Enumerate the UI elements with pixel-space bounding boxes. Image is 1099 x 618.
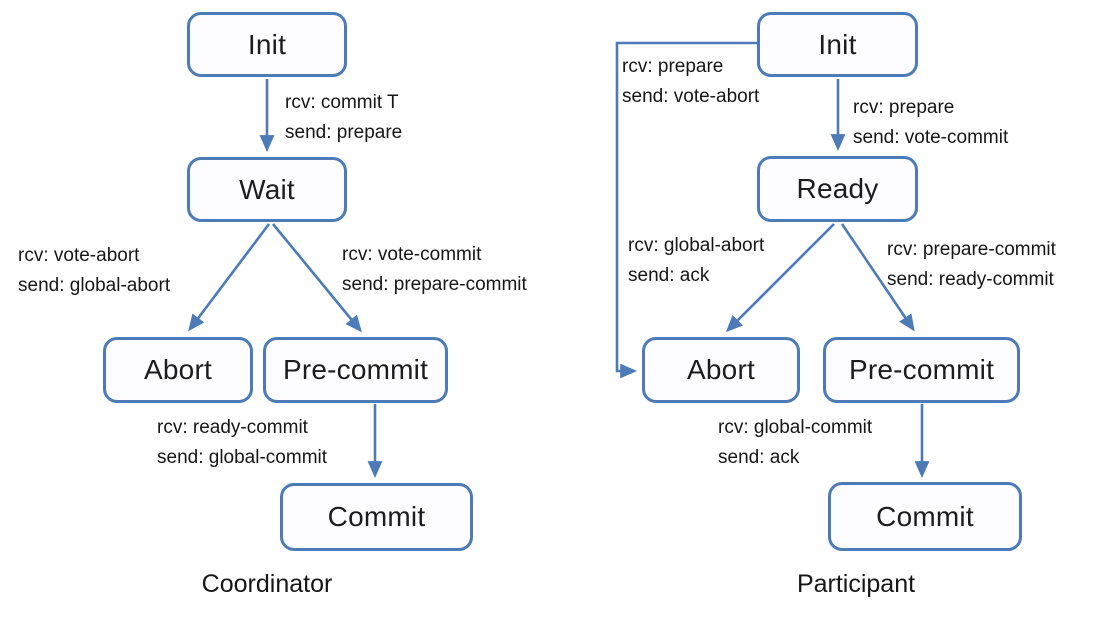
edge-label-coordinator-wait-to-precommit: rcv: vote-commit send: prepare-commit xyxy=(342,240,527,300)
arrow-participant-ready-to-precommit xyxy=(840,223,915,332)
state-coordinator-wait: Wait xyxy=(187,157,347,222)
edge-recv-text: rcv: prepare xyxy=(622,56,724,77)
state-coordinator-abort: Abort xyxy=(103,337,253,403)
edge-label-participant-precommit-to-commit: rcv: global-commit send: ack xyxy=(718,413,872,473)
edge-recv-text: rcv: ready-commit xyxy=(157,417,308,438)
diagram-title-coordinator: Coordinator xyxy=(201,570,333,598)
edge-send-text: send: vote-abort xyxy=(622,86,760,107)
state-coordinator-init: Init xyxy=(187,12,347,77)
state-coordinator-commit: Commit xyxy=(280,483,473,551)
edge-label-coordinator-wait-to-abort: rcv: vote-abort send: global-abort xyxy=(18,241,170,301)
edge-recv-text: rcv: global-commit xyxy=(718,417,873,438)
edge-recv-text: rcv: vote-commit xyxy=(342,244,482,265)
edge-send-text: send: ack xyxy=(718,447,800,468)
edge-recv-text: rcv: commit T xyxy=(285,92,399,113)
edge-label-participant-ready-to-precommit: rcv: prepare-commit send: ready-commit xyxy=(887,235,1056,295)
arrow-participant-init-to-abort xyxy=(615,41,757,379)
state-participant-init: Init xyxy=(757,12,918,77)
edge-label-participant-init-to-ready: rcv: prepare send: vote-commit xyxy=(853,93,1008,153)
edge-send-text: send: ack xyxy=(628,265,710,286)
edge-label-participant-ready-to-abort: rcv: global-abort send: ack xyxy=(628,231,764,291)
arrow-coordinator-wait-to-abort xyxy=(188,223,271,332)
edge-label-coordinator-init-to-wait: rcv: commit T send: prepare xyxy=(285,88,402,148)
edge-label-participant-init-to-abort: rcv: prepare send: vote-abort xyxy=(622,52,759,112)
edge-send-text: send: prepare-commit xyxy=(342,274,527,295)
edge-recv-text: rcv: prepare xyxy=(853,97,955,118)
edge-recv-text: rcv: global-abort xyxy=(628,235,765,256)
arrow-participant-ready-to-abort xyxy=(725,223,835,333)
diagram-title-participant: Participant xyxy=(796,570,916,598)
state-participant-abort: Abort xyxy=(642,337,800,403)
state-coordinator-precommit: Pre-commit xyxy=(263,337,448,403)
edge-send-text: send: ready-commit xyxy=(887,269,1054,290)
state-participant-precommit: Pre-commit xyxy=(823,337,1020,403)
edge-label-coordinator-precommit-to-commit: rcv: ready-commit send: global-commit xyxy=(157,413,327,473)
edge-send-text: send: global-abort xyxy=(18,275,171,296)
edge-send-text: send: vote-commit xyxy=(853,127,1009,148)
state-participant-ready: Ready xyxy=(757,156,918,222)
edge-send-text: send: global-commit xyxy=(157,447,328,468)
state-participant-commit: Commit xyxy=(828,482,1022,551)
arrow-coordinator-wait-to-precommit xyxy=(271,223,362,333)
edge-recv-text: rcv: prepare-commit xyxy=(887,239,1056,260)
edge-send-text: send: prepare xyxy=(285,122,403,143)
edge-recv-text: rcv: vote-abort xyxy=(18,245,140,266)
